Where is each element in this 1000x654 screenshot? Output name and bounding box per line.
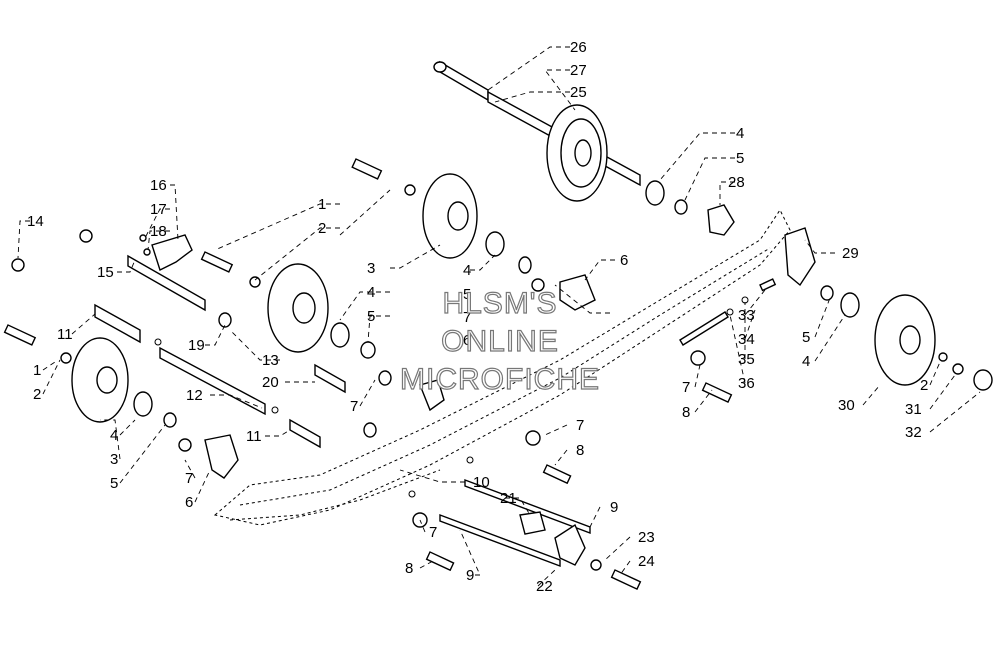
callout-8: 8 <box>576 442 584 459</box>
callout-4: 4 <box>110 427 118 444</box>
callout-4: 4 <box>736 125 744 142</box>
callout-8: 8 <box>682 404 690 421</box>
callout-20: 20 <box>262 374 279 391</box>
callout-4: 4 <box>367 284 375 301</box>
callout-7: 7 <box>185 470 193 487</box>
callout-8: 8 <box>405 560 413 577</box>
callout-7: 7 <box>350 398 358 415</box>
callout-5: 5 <box>110 475 118 492</box>
callout-3: 3 <box>110 451 118 468</box>
watermark-line-3: MICROFICHE <box>400 363 600 396</box>
watermark-line-2: ONLINE <box>441 325 559 358</box>
callout-9: 9 <box>466 567 474 584</box>
callout-14: 14 <box>27 213 44 230</box>
idler-shaft-assembly <box>11 229 376 359</box>
callout-18: 18 <box>150 223 167 240</box>
callout-6: 6 <box>185 494 193 511</box>
slide-rail <box>213 209 791 526</box>
callout-1: 1 <box>33 362 41 379</box>
callouts: 26 27 25 4 5 28 29 6 16 17 18 1 2 14 15 … <box>27 39 928 595</box>
callout-29: 29 <box>842 245 859 262</box>
callout-3: 3 <box>367 260 375 277</box>
callout-2: 2 <box>920 377 928 394</box>
callout-27: 27 <box>570 62 587 79</box>
watermark-line-1: HLSM'S <box>442 287 557 320</box>
callout-36: 36 <box>738 375 755 392</box>
callout-15: 15 <box>97 264 114 281</box>
callout-2: 2 <box>318 220 326 237</box>
callout-33: 33 <box>738 307 755 324</box>
callout-5: 5 <box>367 308 375 325</box>
callout-5: 5 <box>736 150 744 167</box>
callout-21: 21 <box>500 490 517 507</box>
callout-31: 31 <box>905 401 922 418</box>
callout-24: 24 <box>638 553 655 570</box>
callout-7: 7 <box>429 524 437 541</box>
lower-left-wheel-assembly <box>3 324 239 479</box>
callout-5: 5 <box>802 329 810 346</box>
callout-7: 7 <box>463 309 471 326</box>
callout-17: 17 <box>150 201 167 218</box>
callout-30: 30 <box>838 397 855 414</box>
callout-1: 1 <box>318 196 326 213</box>
callout-13: 13 <box>262 352 279 369</box>
callout-22: 22 <box>536 578 553 595</box>
callout-4: 4 <box>802 353 810 370</box>
callout-35: 35 <box>738 351 755 368</box>
callout-7: 7 <box>682 379 690 396</box>
callout-23: 23 <box>638 529 655 546</box>
middle-wheel-assembly <box>351 158 596 311</box>
callout-4: 4 <box>463 262 471 279</box>
callout-11: 11 <box>57 326 73 343</box>
callout-6: 6 <box>620 252 628 269</box>
upper-axle-assembly <box>433 60 735 236</box>
callout-32: 32 <box>905 424 922 441</box>
callout-5: 5 <box>463 286 471 303</box>
rear-wheel-assembly <box>679 227 993 391</box>
watermark: HLSM'S ONLINE MICROFICHE <box>399 286 600 396</box>
callout-16: 16 <box>150 177 167 194</box>
callout-28: 28 <box>728 174 745 191</box>
callout-7: 7 <box>576 417 584 434</box>
leader-lines <box>17 46 981 587</box>
callout-25: 25 <box>570 84 587 101</box>
callout-34: 34 <box>738 331 755 348</box>
callout-2: 2 <box>33 386 41 403</box>
callout-11: 11 <box>246 428 262 445</box>
callout-10: 10 <box>473 474 490 491</box>
callout-9: 9 <box>610 499 618 516</box>
cross-shafts <box>94 303 346 449</box>
callout-6: 6 <box>463 332 471 349</box>
callout-12: 12 <box>186 387 203 404</box>
callout-19: 19 <box>188 337 205 354</box>
callout-26: 26 <box>570 39 587 56</box>
